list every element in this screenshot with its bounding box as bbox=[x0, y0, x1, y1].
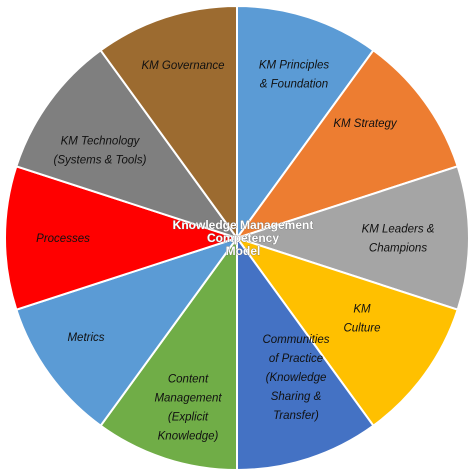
segment-9 bbox=[99, 4, 238, 242]
segment-2 bbox=[233, 165, 471, 311]
segment-label-2: KM Leaders & Champions bbox=[362, 224, 435, 255]
segment-label-line: KM bbox=[353, 304, 371, 316]
segment-3 bbox=[234, 236, 459, 428]
segment-label-7: Processes bbox=[36, 233, 90, 245]
segment-label-line: Knowledge) bbox=[158, 431, 219, 443]
segment-label-line: (Systems & Tools) bbox=[54, 155, 147, 167]
segment-label-line: Champions bbox=[369, 243, 427, 255]
segment-label-line: KM Governance bbox=[141, 60, 224, 72]
segment-0 bbox=[236, 4, 375, 242]
center-title-line: Model bbox=[226, 244, 261, 258]
segment-label-line: (Knowledge bbox=[266, 372, 327, 384]
center-title-line: Competency bbox=[207, 231, 279, 245]
segment-label-line: KM Strategy bbox=[333, 118, 398, 130]
segment-label-1: KM Strategy bbox=[333, 118, 398, 130]
segment-label-0: KM Principles & Foundation bbox=[259, 60, 330, 91]
segment-6 bbox=[15, 236, 240, 428]
segment-label-line: of Practice bbox=[269, 353, 323, 365]
segment-label-line: Metrics bbox=[67, 332, 104, 344]
segment-4 bbox=[236, 234, 375, 472]
segment-label-line: KM Technology bbox=[61, 136, 141, 148]
segment-label-line: KM Leaders & bbox=[362, 224, 435, 236]
segment-label-3: KM Culture bbox=[343, 304, 380, 335]
segment-label-9: KM Governance bbox=[141, 60, 224, 72]
segment-1 bbox=[234, 48, 459, 240]
segment-label-line: Management bbox=[154, 393, 222, 405]
segment-5 bbox=[99, 234, 238, 472]
segment-label-6: Metrics bbox=[67, 332, 104, 344]
segment-label-line: Communities bbox=[262, 334, 329, 346]
segment-8 bbox=[15, 48, 240, 240]
segment-label-line: Transfer) bbox=[273, 410, 319, 422]
segment-label-line: (Explicit bbox=[168, 412, 209, 424]
segment-label-line: Content bbox=[168, 374, 209, 386]
segment-label-line: & Foundation bbox=[260, 79, 328, 91]
segment-label-line: KM Principles bbox=[259, 60, 330, 72]
segment-label-line: Sharing & bbox=[271, 391, 322, 403]
segment-label-line: Culture bbox=[343, 323, 380, 335]
center-title-line: Knowledge Management bbox=[173, 218, 314, 232]
segment-label-line: Processes bbox=[36, 233, 90, 245]
segment-label-8: KM Technology (Systems & Tools) bbox=[54, 136, 147, 167]
segment-7 bbox=[3, 165, 241, 311]
